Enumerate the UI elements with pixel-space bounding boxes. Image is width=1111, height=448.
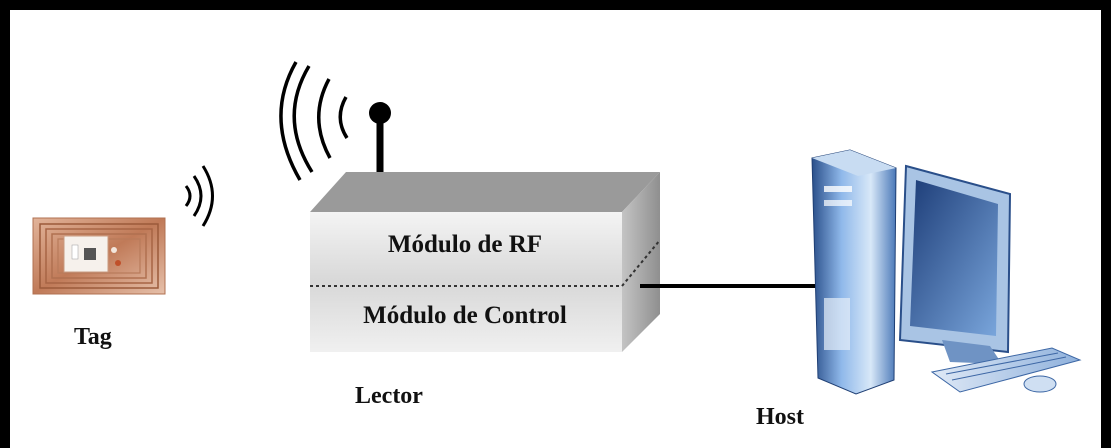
rf-module-label: Módulo de RF bbox=[387, 231, 543, 258]
desktop-computer-icon bbox=[811, 149, 1082, 395]
rfid-tag-icon bbox=[32, 217, 166, 295]
antenna-waves-icon bbox=[279, 61, 349, 181]
reader-box bbox=[310, 172, 661, 352]
tag-label: Tag bbox=[74, 324, 112, 350]
reader-label: Lector bbox=[355, 383, 423, 409]
host-label: Host bbox=[756, 404, 804, 430]
control-module-label: Módulo de Control bbox=[363, 302, 567, 329]
radio-waves-icon bbox=[184, 165, 214, 227]
